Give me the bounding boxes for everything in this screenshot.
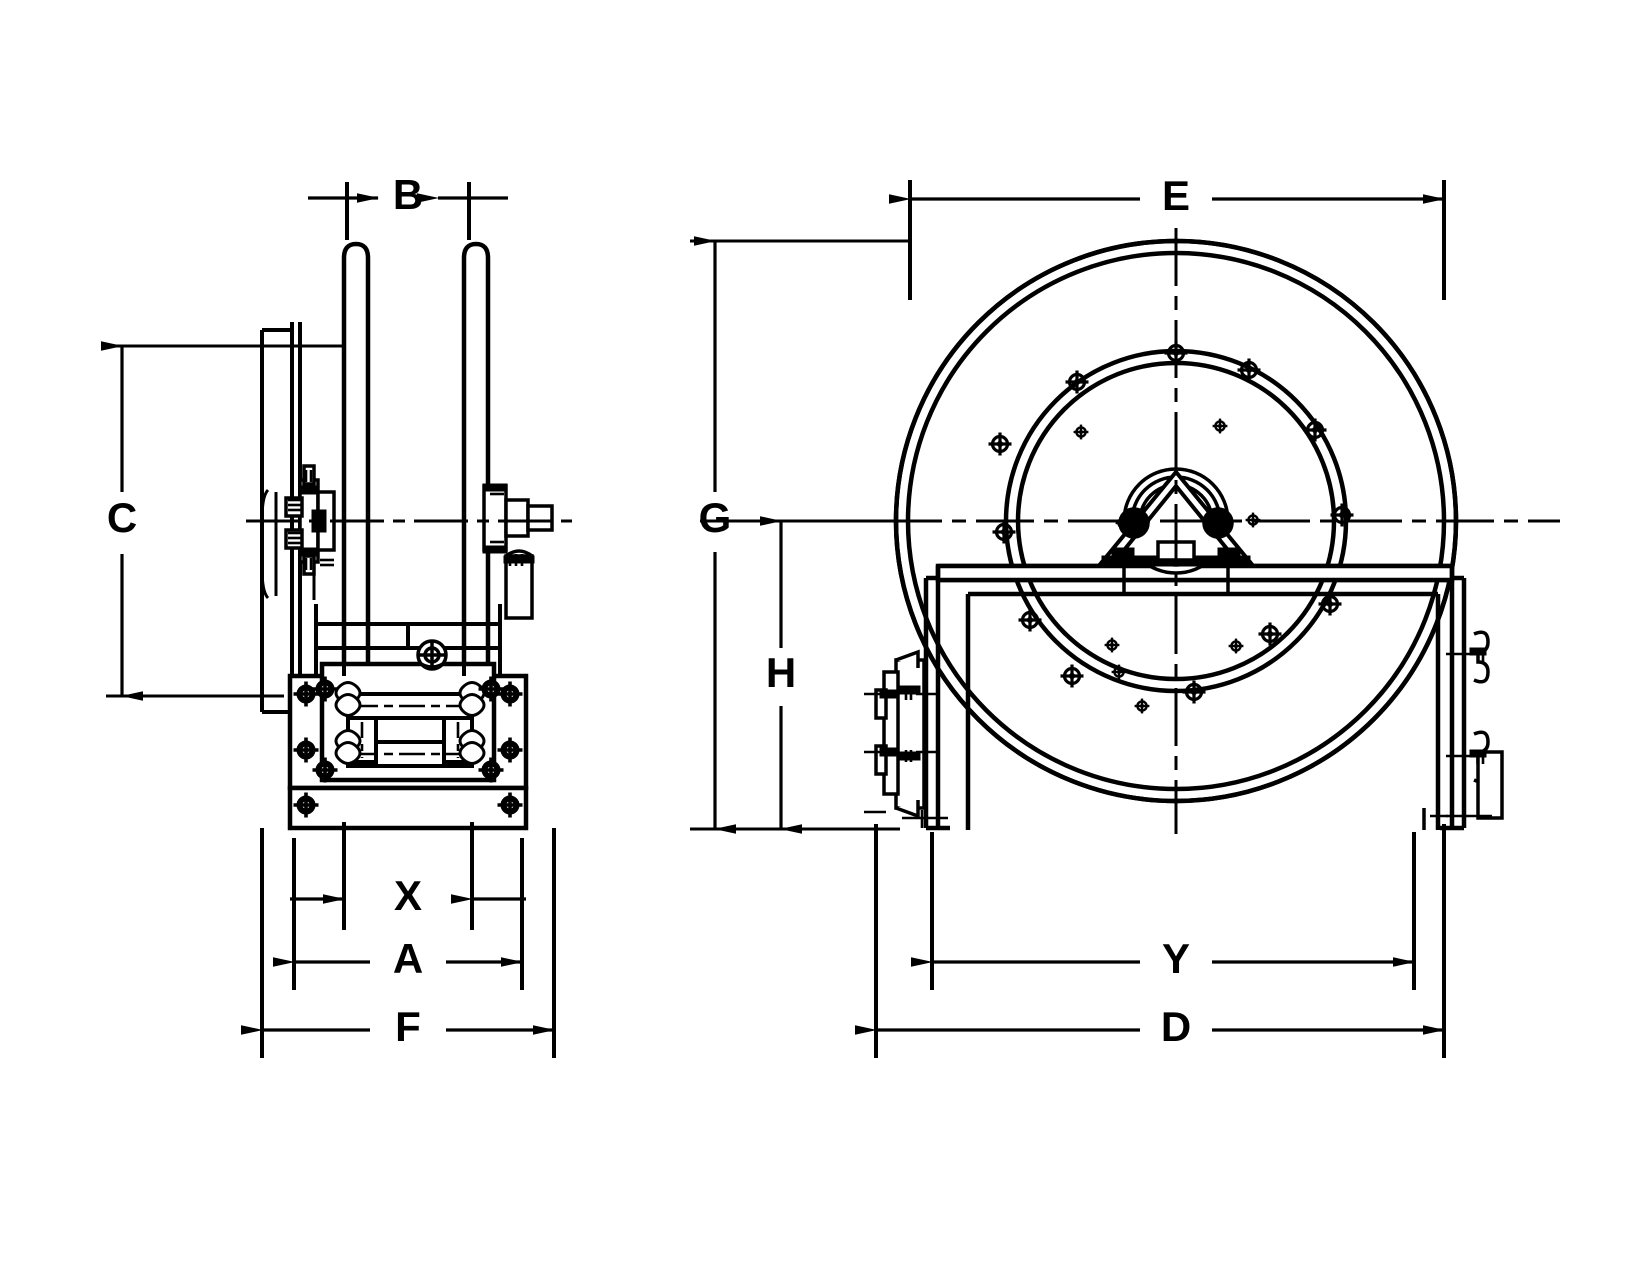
dimension-label-F: F [395,1003,421,1050]
dimension-label-H: H [766,649,796,696]
dimension-label-X: X [394,872,422,919]
dimension-label-B: B [393,171,423,218]
dimension-line-D [855,824,1446,1058]
side-view-dimensions [101,193,556,1058]
dimension-label-Y: Y [1162,935,1190,982]
front-view-dimensions [694,194,1446,1058]
dimension-label-D: D [1161,1003,1191,1050]
dimension-line-F [241,828,556,1058]
dimension-line-A [273,838,524,990]
dimension-label-G: G [699,494,732,541]
dimension-label-E: E [1162,172,1190,219]
dimension-line-Y [911,832,1416,990]
dimension-label-C: C [107,494,137,541]
dimension-label-A: A [393,935,423,982]
front-view-geometry [690,180,1560,834]
side-view-geometry [106,182,572,831]
dimension-labels: B C X A F E G H Y D [107,171,1191,1050]
dimension-line-X [290,822,526,930]
